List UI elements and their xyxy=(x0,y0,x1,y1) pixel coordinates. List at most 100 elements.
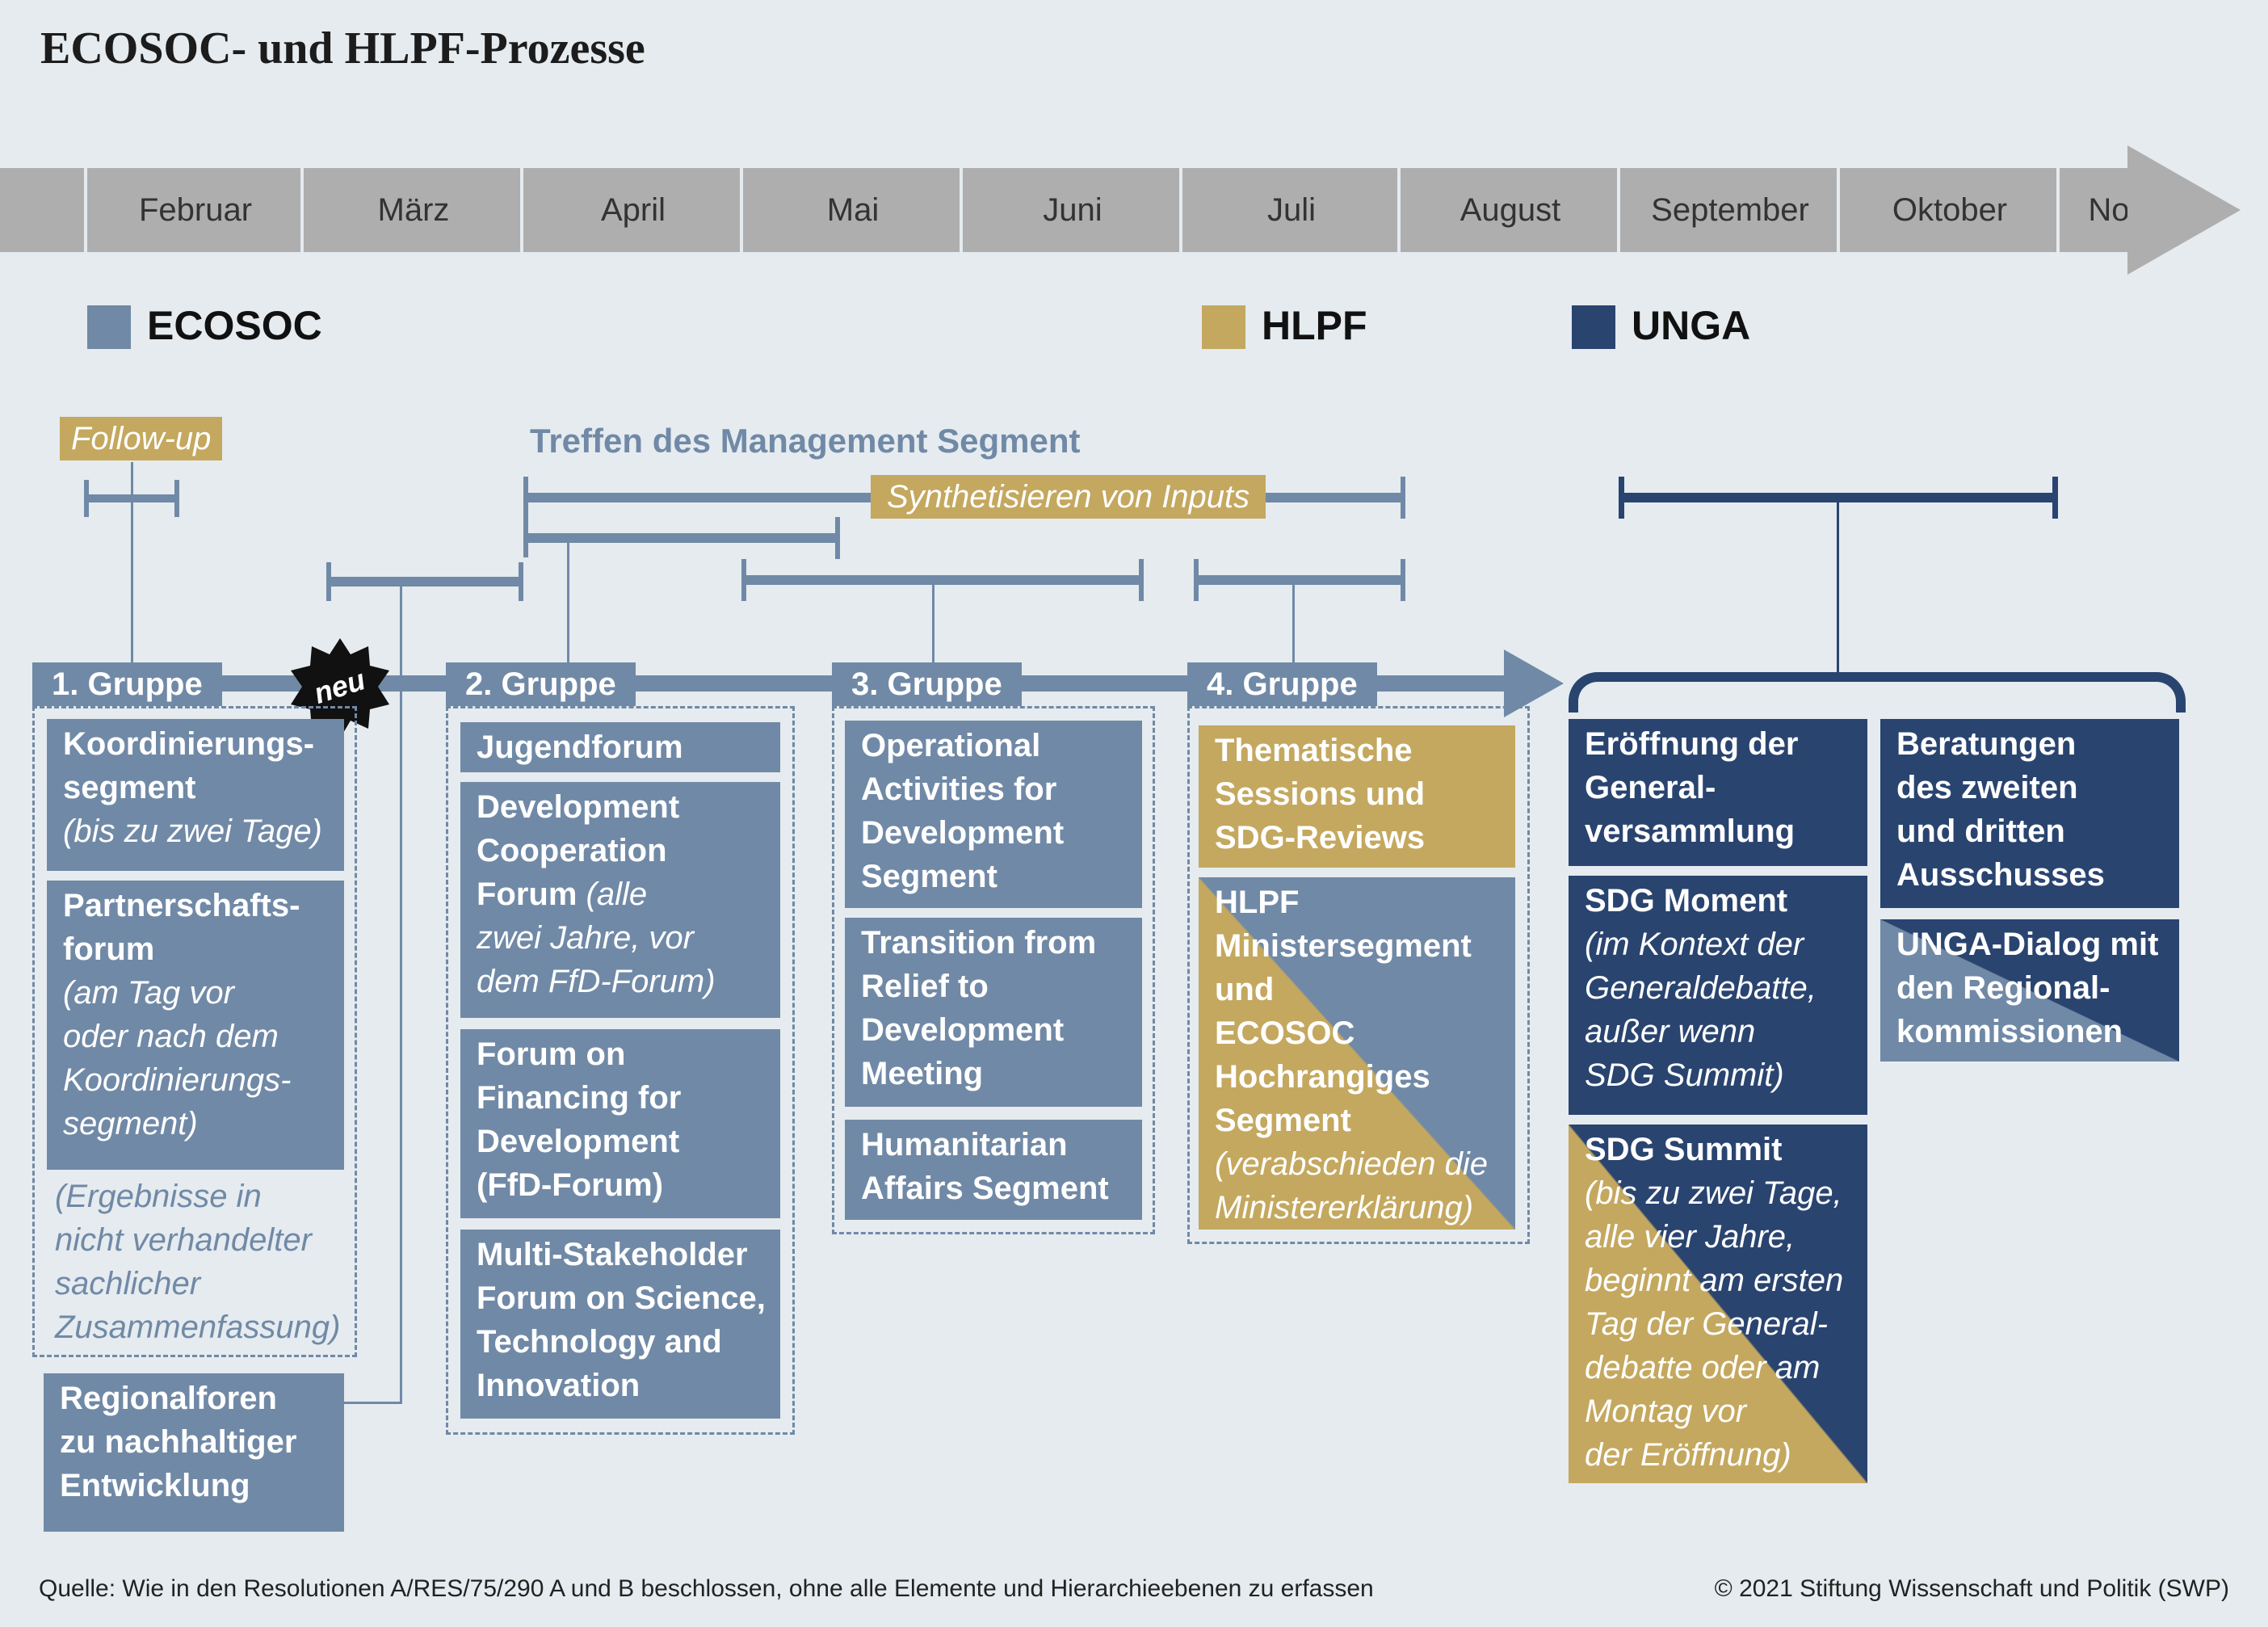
box-title: Development xyxy=(477,1124,680,1159)
month-label: April xyxy=(520,168,743,252)
box-note: Generaldebatte, xyxy=(1585,970,1816,1006)
group2-container xyxy=(446,706,795,1435)
box-note: außer wenn xyxy=(1585,1014,1756,1049)
follow-up-bracket xyxy=(84,494,179,502)
bracket-tick xyxy=(1194,559,1199,601)
bracket-tick xyxy=(1401,477,1405,519)
neu-badge: neu xyxy=(291,638,389,738)
box-title: UNGA-Dialog mit xyxy=(1896,927,2159,962)
bracket-tick xyxy=(741,559,746,601)
bracket-tick xyxy=(174,480,179,517)
box-note: zwei Jahre, vor xyxy=(477,920,694,956)
box-title: Ausschusses xyxy=(1896,857,2105,893)
box-title: Hochrangiges xyxy=(1215,1059,1430,1095)
box-title: SDG-Reviews xyxy=(1215,820,1426,856)
bracket-tick xyxy=(2052,477,2058,519)
connector-line xyxy=(131,462,133,494)
unga-dialog-box: UNGA-Dialog mit den Regional- kommission… xyxy=(1880,919,2179,1062)
unga-brace xyxy=(1569,672,2186,713)
connector-line xyxy=(567,543,569,664)
box-note: Koordinierungs- xyxy=(63,1062,292,1098)
note-line: Zusammenfassung) xyxy=(55,1310,341,1345)
box-note: Montag vor xyxy=(1585,1394,1747,1429)
box-title: SDG Summit xyxy=(1585,1132,1783,1167)
box-title: segment xyxy=(63,770,196,805)
box-title: Beratungen xyxy=(1896,726,2077,762)
legend-label-ecosoc: ECOSOC xyxy=(147,303,322,348)
box-title: Eröffnung der xyxy=(1585,726,1799,762)
box-title: Partnerschafts- xyxy=(63,888,300,923)
box-title: Innovation xyxy=(477,1368,640,1403)
month-label: Mai xyxy=(740,168,963,252)
box-note: alle vier Jahre, xyxy=(1585,1219,1796,1255)
operational-activities-box: Operational Activities for Development S… xyxy=(845,721,1142,908)
month-label: August xyxy=(1397,168,1620,252)
box-note: beginnt am ersten xyxy=(1585,1263,1844,1298)
beratungen-box: Beratungen des zweiten und dritten Aussc… xyxy=(1880,719,2179,908)
legend-swatch-hlpf xyxy=(1202,305,1245,349)
bracket-tick xyxy=(523,517,528,557)
box-title: und dritten xyxy=(1896,814,2065,849)
page-title: ECOSOC- und HLPF-Prozesse xyxy=(40,23,645,74)
group3-bracket xyxy=(741,575,1144,585)
box-title: Sessions und xyxy=(1215,776,1426,812)
box-note: (verabschieden die xyxy=(1215,1146,1488,1182)
box-title: Technology and xyxy=(477,1324,722,1360)
bracket-tick xyxy=(84,480,89,517)
synthesize-inputs-tag: Synthetisieren von Inputs xyxy=(871,475,1266,519)
regionalforen-box: Regionalforen zu nachhaltiger Entwicklun… xyxy=(44,1373,344,1532)
connector-line xyxy=(1837,502,1839,674)
group3-container xyxy=(832,706,1155,1234)
timeline-bar: Februar März April Mai Juni Juli August … xyxy=(0,168,2152,252)
group1-result-note: (Ergebnisse in nicht verhandelter sachli… xyxy=(55,1175,340,1349)
box-note: dem FfD-Forum) xyxy=(477,964,716,999)
box-note: (am Tag vor xyxy=(63,975,234,1011)
group-label-2: 2. Gruppe xyxy=(446,662,636,706)
box-note: (alle xyxy=(577,877,648,912)
connector-line xyxy=(400,586,402,1404)
box-title: Forum xyxy=(477,877,578,912)
connector-line xyxy=(1292,585,1295,666)
ffd-forum-box: Forum on Financing for Development (FfD-… xyxy=(460,1029,780,1218)
bracket-tick xyxy=(326,562,331,601)
timeline-arrowhead xyxy=(2127,145,2241,275)
box-title: Affairs Segment xyxy=(861,1171,1109,1206)
connector-line xyxy=(342,1402,402,1404)
box-title: Multi-Stakeholder xyxy=(477,1237,748,1272)
box-title: SDG Moment xyxy=(1585,883,1788,919)
box-note: oder nach dem xyxy=(63,1019,279,1054)
regional-bracket xyxy=(326,577,523,586)
process-arrow-line xyxy=(32,675,1510,692)
box-title: des zweiten xyxy=(1896,770,2078,805)
legend-swatch-ecosoc xyxy=(87,305,131,349)
partnerschaftsforum-box: Partnerschafts- forum (am Tag vor oder n… xyxy=(47,881,344,1170)
bracket-tick xyxy=(1619,477,1624,519)
month-label: September xyxy=(1617,168,1840,252)
box-title: kommissionen xyxy=(1896,1014,2123,1049)
legend-label-hlpf: HLPF xyxy=(1262,303,1367,348)
box-title: Segment xyxy=(861,859,998,894)
box-title: forum xyxy=(63,931,155,967)
box-title: Development xyxy=(861,1012,1065,1048)
box-title: den Regional- xyxy=(1896,970,2110,1006)
bracket-tick xyxy=(1139,559,1144,601)
note-line: sachlicher xyxy=(55,1266,201,1301)
sdg-summit-box: SDG Summit (bis zu zwei Tage, alle vier … xyxy=(1569,1125,1867,1483)
jugendforum-box: Jugendforum xyxy=(460,722,780,772)
box-title: versammlung xyxy=(1585,814,1796,849)
management-segment-label: Treffen des Management Segment xyxy=(530,422,1081,460)
box-title: Regionalforen xyxy=(60,1381,277,1416)
box-title: Cooperation xyxy=(477,833,667,868)
source-note: Quelle: Wie in den Resolutionen A/RES/75… xyxy=(39,1575,1374,1602)
bracket-tick xyxy=(519,562,523,601)
box-title: Operational xyxy=(861,728,1041,763)
month-label: Oktober xyxy=(1837,168,2060,252)
box-note: (bis zu zwei Tage, xyxy=(1585,1175,1842,1211)
unga-bracket xyxy=(1619,493,2058,502)
box-title: und xyxy=(1215,972,1275,1007)
koordinierungssegment-box: Koordinierungs- segment (bis zu zwei Tag… xyxy=(47,719,344,871)
legend-swatch-unga xyxy=(1572,305,1615,349)
legend-label-unga: UNGA xyxy=(1632,303,1751,348)
box-title: Development xyxy=(477,789,680,825)
box-note: (bis zu zwei Tage) xyxy=(63,814,322,849)
